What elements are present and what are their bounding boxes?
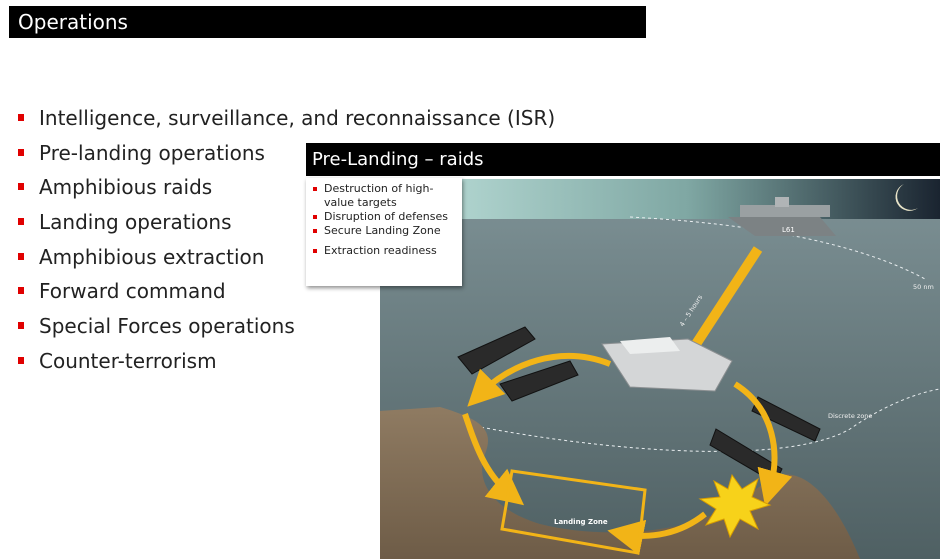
- discrete-zone-label: Discrete zone: [828, 412, 872, 420]
- mothership-cabin: [620, 337, 680, 354]
- objective-item: Destruction of high-value targets: [313, 182, 458, 210]
- bullet-icon: [18, 148, 24, 156]
- bullet-icon: [313, 187, 317, 191]
- bullet-icon: [313, 215, 317, 219]
- list-item: Forward command: [16, 277, 555, 312]
- carrier-deck: [740, 205, 830, 217]
- bullet-icon: [18, 114, 24, 121]
- bullet-icon: [18, 322, 24, 330]
- bullet-icon: [18, 218, 24, 226]
- panel-title: Pre-Landing – raids: [306, 143, 940, 176]
- route-arrow: [467, 353, 612, 407]
- route-arrow: [607, 511, 707, 556]
- raiding-boat: [457, 326, 536, 375]
- explosion-icon: [698, 473, 772, 539]
- bullet-icon: [18, 356, 24, 364]
- bullet-icon: [313, 249, 317, 253]
- raid-scene-illustration: L61 4 – 5 hours 50 nm Discrete zone Land…: [380, 179, 940, 559]
- list-item: Landing operations: [16, 208, 555, 243]
- raiding-boat: [751, 396, 821, 442]
- bullet-icon: [313, 229, 317, 233]
- operations-list: Intelligence, surveillance, and reconnai…: [16, 104, 555, 382]
- route-arrow: [462, 413, 525, 506]
- landing-zone-label: Landing Zone: [554, 518, 608, 526]
- raiding-boat: [499, 360, 579, 402]
- carrier-hull: [728, 217, 836, 236]
- sky-band: [380, 179, 940, 219]
- bullet-icon: [18, 183, 24, 191]
- list-item: Pre-landing operations: [16, 139, 555, 174]
- carrier-island: [775, 197, 789, 207]
- transit-path: [680, 246, 763, 364]
- landing-zone-box: [500, 469, 647, 555]
- objective-item: Secure Landing Zone: [313, 224, 458, 238]
- objectives-box: Destruction of high-value targets Disrup…: [306, 178, 462, 286]
- bullet-icon: [18, 252, 24, 260]
- range-arc: [629, 216, 926, 280]
- scene-graphic: L61 4 – 5 hours 50 nm Discrete zone Land…: [380, 179, 940, 559]
- ship-number: L61: [782, 226, 795, 234]
- list-item: Special Forces operations: [16, 312, 555, 347]
- list-item: Counter-terrorism: [16, 347, 555, 382]
- objective-item: Disruption of defenses: [313, 210, 458, 224]
- list-item: Intelligence, surveillance, and reconnai…: [16, 104, 555, 139]
- route-arrow: [733, 381, 793, 507]
- shoreline: [380, 407, 860, 559]
- list-item: Amphibious extraction: [16, 243, 555, 278]
- list-item: Amphibious raids: [16, 173, 555, 208]
- range-label: 50 nm: [913, 283, 934, 291]
- objective-item: Extraction readiness: [313, 244, 458, 258]
- discrete-zone-arc: [439, 388, 940, 452]
- bullet-icon: [18, 287, 24, 295]
- page-title: Operations: [9, 6, 646, 38]
